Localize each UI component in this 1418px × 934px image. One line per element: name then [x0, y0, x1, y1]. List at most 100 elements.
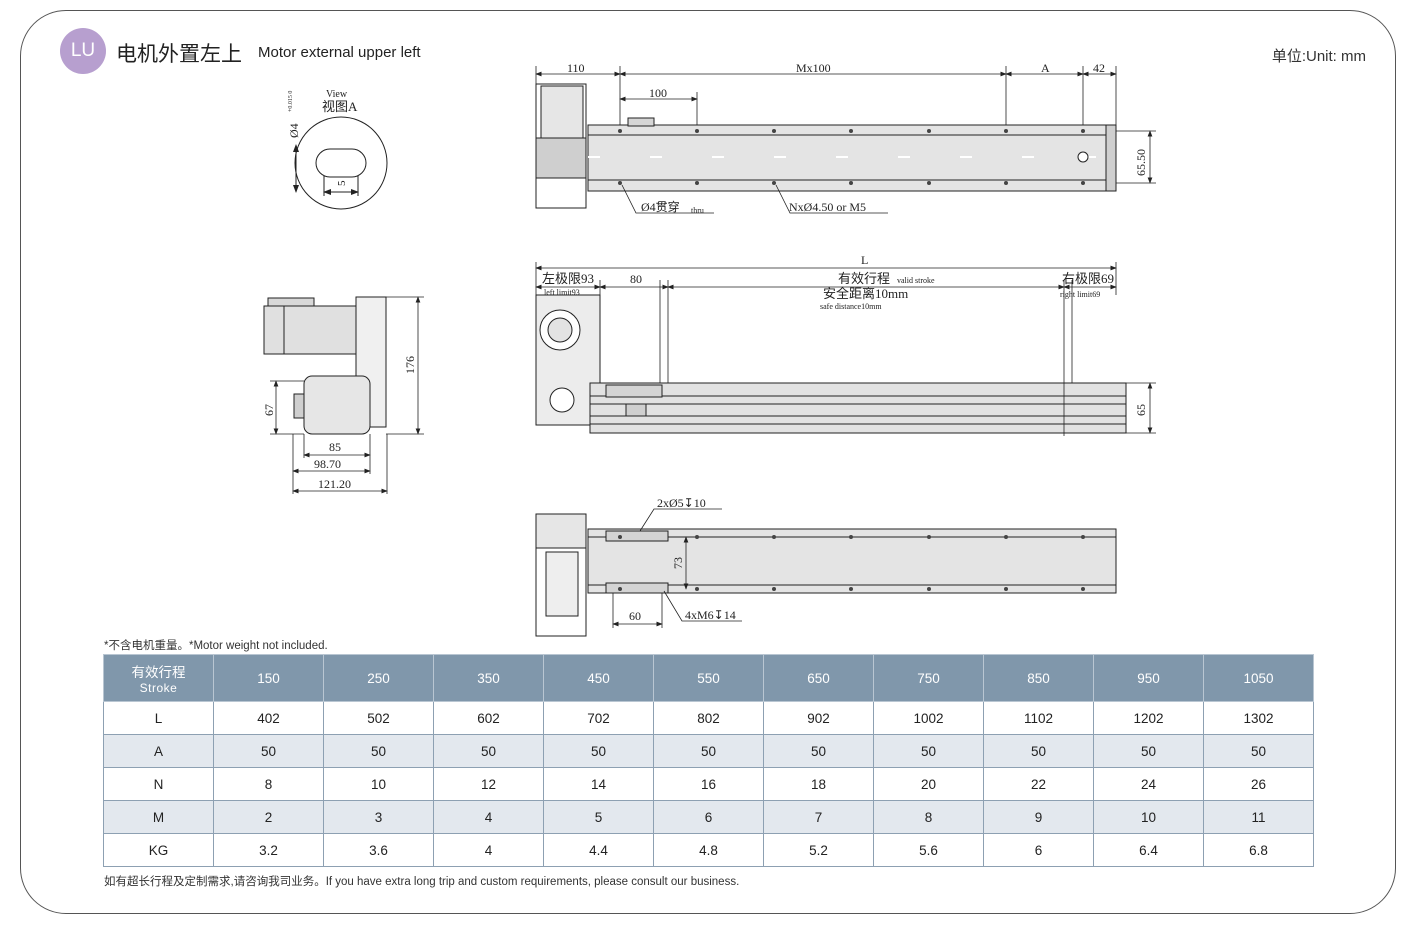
- table-cell: 26: [1203, 767, 1314, 801]
- dim-176: 176: [403, 356, 417, 374]
- stroke-header: 有效行程 Stroke: [103, 654, 214, 702]
- table-cell: 24: [1093, 767, 1204, 801]
- table-cell: 50: [433, 734, 544, 768]
- table-cell: 14: [543, 767, 654, 801]
- safe-distance-cn: 安全距离10mm: [823, 286, 908, 301]
- stroke-value: 450: [543, 654, 654, 702]
- table-cell: 4: [433, 833, 544, 867]
- stroke-value: 550: [653, 654, 764, 702]
- holes-bottom-label: 4xM6↧14: [685, 608, 736, 622]
- stroke-value: 350: [433, 654, 544, 702]
- top-view: [535, 83, 1117, 209]
- title-chinese: 电机外置左上: [116, 42, 242, 66]
- table-cell: 22: [983, 767, 1094, 801]
- right-limit-cn: 右极限69: [1062, 271, 1114, 286]
- left-limit-cn: 左极限93: [542, 271, 594, 286]
- stroke-value: 850: [983, 654, 1094, 702]
- front-view: [535, 294, 1127, 434]
- table-row: N 8 10 12 14 16 18 20 22 24 26: [103, 767, 1314, 801]
- table-cell: 1102: [983, 701, 1094, 735]
- table-cell: 50: [873, 734, 984, 768]
- front-view-dimensions: [535, 262, 1156, 436]
- stroke-value: 950: [1093, 654, 1204, 702]
- dim-motor: 110: [567, 61, 585, 75]
- weight-note: *不含电机重量。*Motor weight not included.: [104, 640, 328, 652]
- bottom-view: [535, 513, 1117, 637]
- table-cell: 50: [763, 734, 874, 768]
- table-cell: 8: [873, 800, 984, 834]
- title-english: Motor external upper left: [258, 44, 421, 61]
- table-cell: 8: [213, 767, 324, 801]
- valid-stroke-en: valid stroke: [897, 276, 935, 285]
- table-cell: 3.2: [213, 833, 324, 867]
- dim-85: 85: [329, 440, 341, 454]
- table-row: M 2 3 4 5 6 7 8 9 10 11: [103, 800, 1314, 834]
- table-cell: 50: [213, 734, 324, 768]
- safe-distance-en: safe distance10mm: [820, 302, 882, 311]
- table-cell: 402: [213, 701, 324, 735]
- table-cell: 1302: [1203, 701, 1314, 735]
- view-a-shaft: [293, 116, 388, 210]
- table-cell: 4.8: [653, 833, 764, 867]
- table-cell: 702: [543, 701, 654, 735]
- side-view-dimensions: [270, 296, 424, 494]
- hole-mount-label: NxØ4.50 or M5: [789, 200, 866, 214]
- table-cell: 16: [653, 767, 764, 801]
- table-cell: 12: [433, 767, 544, 801]
- dim-67: 67: [262, 404, 276, 416]
- view-label-cn: 视图A: [322, 99, 358, 114]
- table-cell: 902: [763, 701, 874, 735]
- footer-note: 如有超长行程及定制需求,请咨询我司业务。If you have extra lo…: [104, 876, 740, 888]
- stroke-value: 650: [763, 654, 874, 702]
- valid-stroke-cn: 有效行程: [838, 271, 890, 286]
- table-cell: 20: [873, 767, 984, 801]
- technical-drawing: View 视图A Ø4 +0.015 0 5: [262, 61, 1156, 637]
- table-cell: 2: [213, 800, 324, 834]
- table-cell: 6: [653, 800, 764, 834]
- row-label: L: [103, 701, 214, 735]
- unit-label: 单位:Unit: mm: [1271, 48, 1366, 65]
- side-view: [263, 296, 387, 435]
- flat-width-label: 5: [336, 180, 348, 186]
- table-cell: 1002: [873, 701, 984, 735]
- table-cell: 5.6: [873, 833, 984, 867]
- left-limit-en: left limit93: [544, 288, 580, 297]
- dim-a: A: [1041, 61, 1050, 75]
- table-cell: 6: [983, 833, 1094, 867]
- page-frame: [20, 10, 1396, 914]
- table-cell: 50: [983, 734, 1094, 768]
- table-cell: 3.6: [323, 833, 434, 867]
- table-cell: 5.2: [763, 833, 874, 867]
- dim-60: 60: [629, 609, 641, 623]
- dim-height-top: 65.50: [1134, 149, 1148, 176]
- table-cell: 11: [1203, 800, 1314, 834]
- dim-80: 80: [630, 272, 642, 286]
- table-row: KG 3.2 3.6 4 4.4 4.8 5.2 5.6 6 6.4 6.8: [103, 833, 1314, 867]
- bottom-view-holes: [618, 535, 1085, 591]
- stroke-header-en: Stroke: [139, 681, 178, 695]
- table-cell: 10: [323, 767, 434, 801]
- stroke-value: 150: [213, 654, 324, 702]
- table-cell: 3: [323, 800, 434, 834]
- table-cell: 50: [323, 734, 434, 768]
- row-label: M: [103, 800, 214, 834]
- table-cell: 9: [983, 800, 1094, 834]
- table-cell: 502: [323, 701, 434, 735]
- stroke-value: 1050: [1203, 654, 1314, 702]
- row-label: N: [103, 767, 214, 801]
- table-header-row: 有效行程 Stroke 150 250 350 450 550 650 750 …: [103, 654, 1314, 702]
- dim-total-l: L: [861, 253, 868, 267]
- spec-table: 有效行程 Stroke 150 250 350 450 550 650 750 …: [103, 654, 1314, 867]
- holes-top-label: 2xØ5↧10: [657, 496, 706, 510]
- bottom-view-dimensions: [612, 508, 742, 628]
- table-cell: 602: [433, 701, 544, 735]
- dim-height-front: 65: [1134, 404, 1148, 416]
- dim-73: 73: [671, 557, 685, 569]
- view-label-en: View: [326, 89, 348, 100]
- table-cell: 802: [653, 701, 764, 735]
- stroke-value: 750: [873, 654, 984, 702]
- model-badge: LU: [60, 28, 106, 74]
- table-cell: 50: [1093, 734, 1204, 768]
- table-cell: 50: [653, 734, 764, 768]
- dim-121-20: 121.20: [318, 477, 351, 491]
